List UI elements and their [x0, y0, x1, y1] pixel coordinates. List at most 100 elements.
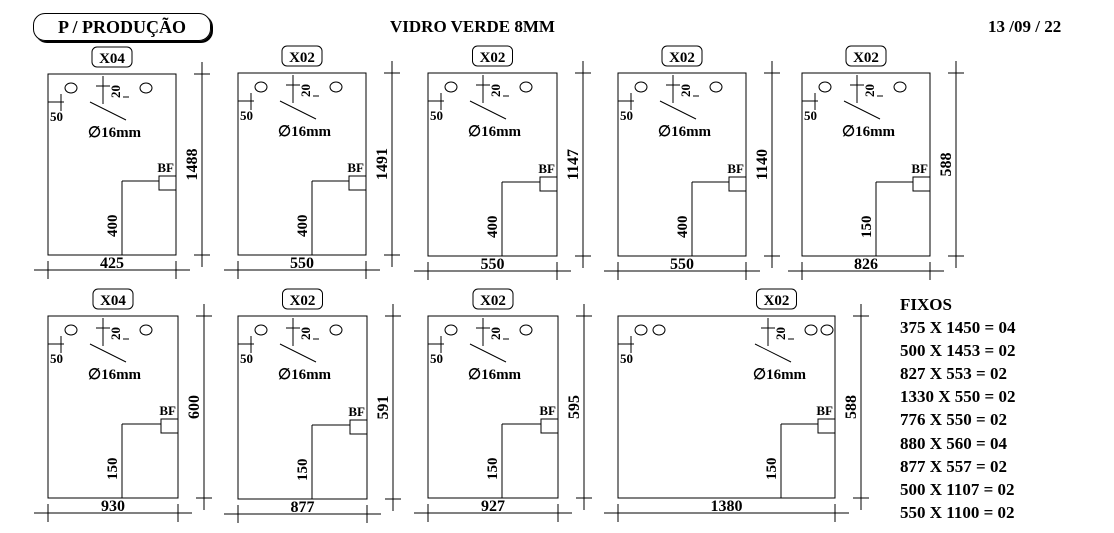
handle-cutout — [728, 176, 747, 192]
height-label: 595 — [566, 395, 583, 419]
quantity-badge — [472, 288, 514, 310]
hole-diameter-label: ∅16mm — [468, 124, 522, 140]
height-label: 588 — [938, 153, 955, 177]
handle-label: BF — [911, 161, 928, 176]
hinge-diagonal — [659, 100, 697, 120]
handle-label: BF — [157, 160, 174, 175]
quantity-badge — [472, 45, 513, 67]
quantity-label: X04 — [99, 51, 125, 67]
panel-outline — [801, 72, 931, 257]
handle-height-label: 150 — [105, 458, 121, 481]
hole-diameter-label: ∅16mm — [278, 367, 332, 383]
hinge-diagonal — [279, 343, 317, 363]
handle-cutout — [539, 176, 558, 192]
quantity-badge — [756, 288, 797, 310]
handle-label: BF — [347, 160, 364, 175]
fixed-panel-item: 375 X 1450 = 04 — [900, 318, 1016, 338]
fixed-panel-item: 880 X 560 = 04 — [900, 433, 1007, 453]
handle-label: BF — [727, 161, 744, 176]
quantity-label: X02 — [480, 293, 506, 309]
hinge-diagonal — [469, 100, 507, 120]
hole-icon — [139, 82, 153, 94]
width-label: 930 — [101, 498, 125, 515]
hole-spacing-label: 20 — [862, 84, 877, 97]
hole-diameter-label: ∅16mm — [278, 124, 332, 140]
fixed-panels-list: FIXOS 375 X 1450 = 04 500 X 1453 = 02 82… — [900, 293, 1015, 524]
quantity-badge — [661, 45, 703, 67]
fixed-panel-item: 1330 X 550 = 02 — [900, 387, 1016, 407]
handle-height-label: 150 — [295, 459, 311, 482]
hinge-diagonal — [89, 101, 127, 121]
handle-label: BF — [539, 403, 556, 418]
hole-icon — [818, 81, 832, 93]
hole-offset-label: 50 — [50, 351, 63, 366]
quantity-label: X02 — [669, 50, 695, 66]
hole-spacing-label: 20 — [298, 84, 313, 97]
hole-spacing-label: 20 — [488, 327, 503, 340]
panel-outline — [427, 315, 559, 499]
quantity-label: X02 — [289, 50, 315, 66]
panel-outline — [47, 73, 177, 256]
quantity-label: X02 — [764, 293, 790, 309]
hole-icon — [64, 324, 78, 336]
fixed-panel-item: 500 X 1453 = 02 — [900, 341, 1016, 361]
height-label: 1140 — [754, 149, 771, 180]
hole-offset-label: 50 — [620, 108, 633, 123]
hole-icon — [519, 81, 533, 93]
hole-icon — [804, 324, 818, 336]
quantity-label: X02 — [480, 50, 506, 66]
hole-icon — [519, 324, 533, 336]
width-label: 927 — [481, 498, 505, 515]
handle-cutout — [160, 418, 179, 434]
production-badge: P / PRODUÇÃO — [33, 13, 211, 41]
width-label: 425 — [100, 255, 124, 272]
hole-offset-label: 50 — [620, 351, 633, 366]
hole-icon — [893, 81, 907, 93]
height-label: 588 — [843, 395, 860, 419]
hole-icon — [329, 324, 343, 336]
width-label: 550 — [481, 256, 505, 273]
handle-height-label: 400 — [675, 216, 691, 239]
panel-outline — [617, 315, 836, 499]
handle-label: BF — [348, 404, 365, 419]
hole-offset-label: 50 — [804, 108, 817, 123]
fixed-panels-title: FIXOS — [900, 295, 952, 314]
handle-cutout — [540, 418, 559, 434]
handle-height-label: 150 — [485, 458, 501, 481]
quantity-badge — [281, 45, 323, 67]
handle-height-label: 400 — [485, 216, 501, 239]
sheet-date: 13 /09 / 22 — [988, 17, 1062, 36]
hinge-diagonal — [469, 343, 507, 363]
handle-label: BF — [538, 161, 555, 176]
height-label: 1488 — [184, 149, 201, 181]
panel-outline — [427, 72, 558, 257]
height-label: 1147 — [565, 149, 582, 180]
hole-spacing-label: 20 — [108, 85, 123, 98]
quantity-badge — [845, 45, 887, 67]
hole-offset-label: 50 — [50, 109, 63, 124]
handle-height-label: 400 — [105, 215, 121, 238]
hole-diameter-label: ∅16mm — [753, 367, 807, 383]
handle-cutout — [348, 175, 367, 191]
panel-outline — [237, 315, 368, 500]
handle-height-label: 400 — [295, 215, 311, 238]
handle-cutout — [912, 176, 931, 192]
hole-icon — [329, 81, 343, 93]
hole-spacing-label: 20 — [678, 84, 693, 97]
hole-diameter-label: ∅16mm — [468, 367, 522, 383]
hole-icon — [444, 81, 458, 93]
hole-icon — [709, 81, 723, 93]
width-label: 826 — [854, 256, 878, 273]
handle-cutout — [349, 419, 368, 435]
